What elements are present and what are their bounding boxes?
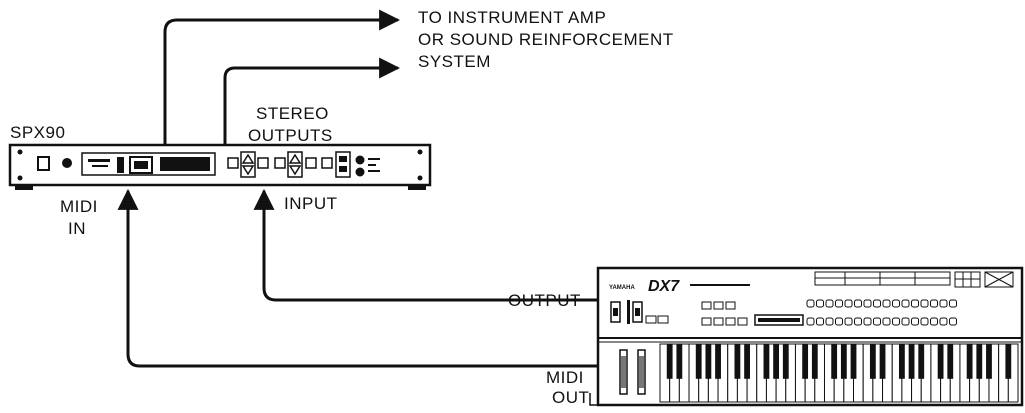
synth-button: [920, 317, 929, 326]
stereo-outputs-label-line2: OUTPUTS: [248, 126, 333, 145]
synth-button: [892, 317, 900, 326]
synth-button: [882, 299, 891, 308]
midi-out-label-line2: OUT: [552, 388, 590, 407]
cable-out-2: [223, 57, 401, 145]
black-key: [908, 344, 915, 379]
black-key: [744, 344, 750, 379]
synth-brand: YAMAHA: [609, 285, 635, 291]
synth-button: [844, 317, 853, 326]
synth-button: [806, 317, 815, 326]
midi-out-label-line1: MIDI: [546, 368, 584, 387]
synth-button: [873, 317, 881, 326]
synth-button: [835, 317, 843, 326]
black-key: [937, 344, 944, 379]
synth-button: [920, 299, 929, 308]
synth-button: [863, 317, 872, 326]
synth-button: [930, 299, 938, 308]
output-label: OUTPUT: [508, 291, 581, 310]
destination-label-line2: OR SOUND REINFORCEMENT: [418, 30, 674, 49]
synth-button: [892, 299, 900, 308]
black-key: [831, 344, 838, 379]
synth-button: [816, 317, 824, 326]
synth-membrane-buttons: [806, 299, 957, 326]
cable-out-1: [163, 9, 401, 145]
synth-lcd-icon: [754, 314, 804, 326]
spx90-unit: [8, 143, 432, 190]
synth-button: [911, 299, 919, 308]
synth-button: [863, 299, 872, 308]
synth-button: [816, 299, 824, 308]
black-key: [666, 344, 673, 379]
synth-button: [939, 299, 948, 308]
synth-button: [901, 299, 910, 308]
black-key: [850, 344, 857, 379]
program-display-icon: [129, 156, 153, 174]
black-key: [782, 344, 789, 379]
synth-button: [825, 317, 834, 326]
midi-in-label-line1: MIDI: [60, 197, 98, 216]
destination-label-line1: TO INSTRUMENT AMP: [418, 8, 607, 27]
black-key: [734, 344, 741, 379]
synth-button: [825, 299, 834, 308]
black-key: [773, 344, 780, 379]
pitch-wheel-icon: [619, 349, 628, 395]
keyboard: [659, 343, 1019, 403]
input-label: INPUT: [284, 194, 338, 213]
black-key: [966, 344, 973, 379]
cable-midi: [117, 188, 598, 368]
synth-button: [901, 317, 910, 326]
lcd-display-icon: [160, 157, 210, 171]
synth-button: [873, 299, 881, 308]
power-switch-icon: [37, 156, 50, 171]
dx7-synthesizer: YAMAHA DX7: [589, 266, 1024, 407]
black-key: [869, 344, 876, 379]
black-key: [840, 344, 847, 379]
black-key: [705, 344, 712, 379]
black-key: [715, 344, 721, 379]
black-key: [695, 344, 702, 379]
synth-button: [835, 299, 843, 308]
black-key: [811, 344, 818, 379]
synth-button: [930, 317, 938, 326]
black-key: [898, 344, 905, 379]
synth-button: [911, 317, 919, 326]
black-key: [947, 344, 954, 379]
input-knob-icon: [62, 158, 72, 168]
stereo-outputs-label-line1: STEREO: [256, 104, 329, 123]
cable-audio-input: [253, 188, 598, 302]
black-key: [802, 344, 809, 379]
synth-button: [949, 299, 957, 308]
destination-label-line3: SYSTEM: [418, 52, 491, 71]
black-key: [676, 344, 683, 379]
black-key: [986, 344, 992, 379]
cartridge-slot-icon: [984, 271, 1014, 288]
synth-button: [939, 317, 948, 326]
synth-button: [949, 317, 957, 326]
synth-button: [844, 299, 853, 308]
mod-wheel-icon: [637, 349, 646, 395]
synth-button: [806, 299, 815, 308]
device-name-label: SPX90: [10, 123, 66, 142]
synth-button: [854, 317, 862, 326]
midi-in-label-line2: IN: [68, 219, 86, 238]
black-key: [976, 344, 983, 379]
black-key: [918, 344, 925, 379]
synth-button: [854, 299, 862, 308]
black-key: [1005, 344, 1012, 379]
black-key: [879, 344, 886, 379]
synth-button: [882, 317, 891, 326]
synth-model-logo: DX7: [648, 278, 680, 295]
black-key: [763, 344, 770, 379]
